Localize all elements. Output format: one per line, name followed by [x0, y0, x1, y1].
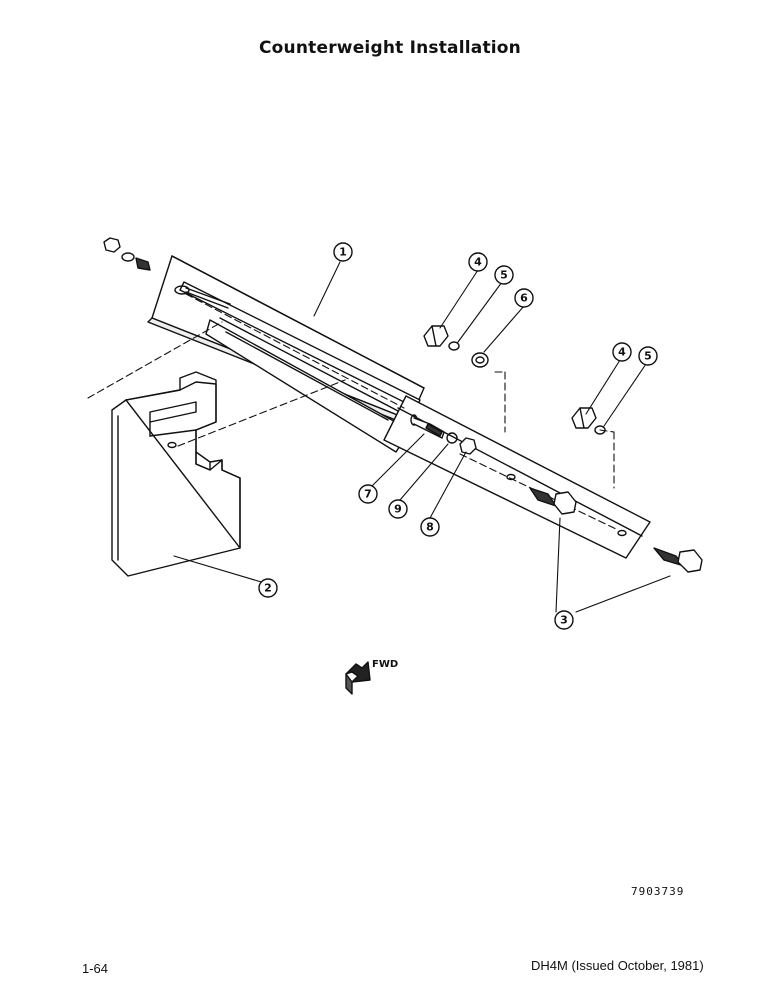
callout-1: 1 [339, 246, 347, 259]
callout-4-upper: 4 [474, 256, 482, 269]
callout-2: 2 [264, 582, 272, 595]
support-bar [147, 255, 651, 559]
leader-lines [173, 261, 671, 613]
callout-3: 3 [560, 614, 568, 627]
callout-7: 7 [364, 488, 372, 501]
callout-5-upper: 5 [500, 269, 508, 282]
upper-right-hardware [423, 325, 489, 368]
callout-9: 9 [394, 503, 402, 516]
fwd-arrow-icon [345, 661, 371, 695]
figure-number: 7903739 [631, 885, 685, 898]
fwd-label: FWD [372, 659, 398, 670]
callout-5-lower: 5 [644, 350, 652, 363]
callout-circles [258, 242, 658, 630]
mounting-bolts [529, 487, 703, 573]
page-number: 1-64 [82, 961, 109, 976]
document-reference: DH4M (Issued October, 1981) [531, 958, 704, 973]
callout-6: 6 [520, 292, 528, 305]
callout-4-lower: 4 [618, 346, 626, 359]
page-title: Counterweight Installation [259, 38, 521, 58]
callout-8: 8 [426, 521, 434, 534]
lower-right-hardware [571, 407, 606, 435]
middle-hardware [410, 414, 477, 455]
upper-left-hardware [103, 237, 151, 271]
counterweight [111, 371, 241, 577]
